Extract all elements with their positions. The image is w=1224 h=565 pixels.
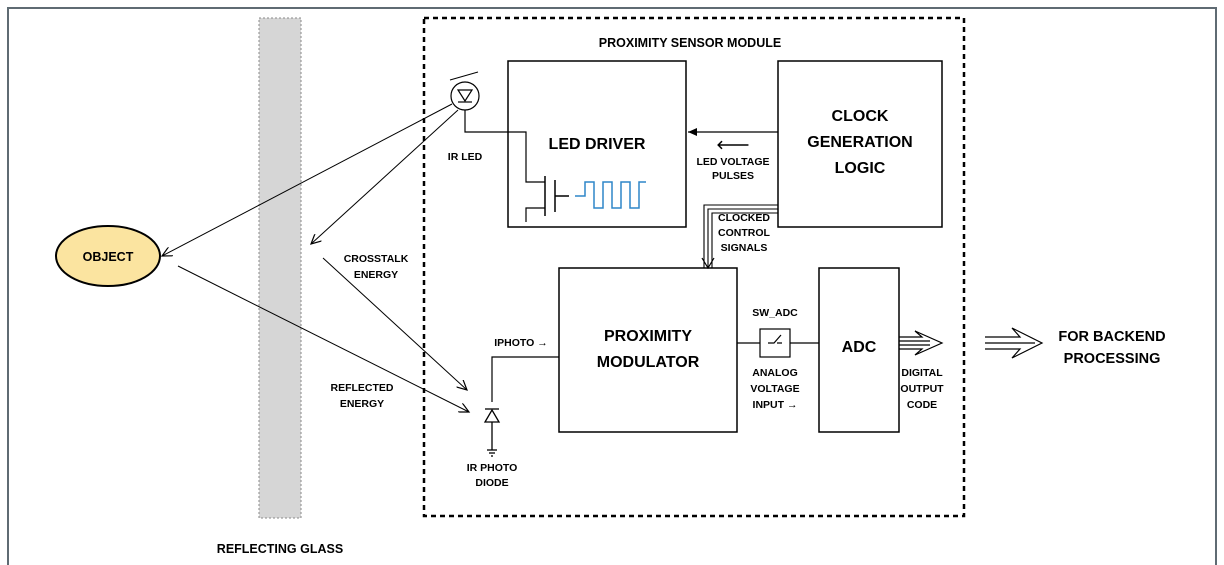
digital-output-label-line1: DIGITAL: [901, 367, 943, 379]
photo-diode-wire: [491, 356, 559, 402]
clock-label-line2: GENERATION: [807, 134, 912, 151]
outer-frame: [7, 7, 1217, 565]
reflected-label-line2: ENERGY: [340, 398, 384, 410]
clocked-label-line2: CONTROL: [718, 227, 770, 239]
object-label: OBJECT: [83, 250, 134, 264]
led-pulses-label-line2: PULSES: [712, 170, 754, 182]
clocked-label-line3: SIGNALS: [721, 242, 768, 254]
pulse-waveform: [575, 181, 646, 209]
led-driver-block: [507, 60, 687, 228]
clock-label-line3: LOGIC: [835, 160, 886, 177]
sw-adc-label: SW_ADC: [752, 307, 798, 319]
photo-diode-label-line2: DIODE: [475, 477, 508, 489]
modulator-label-line1: PROXIMITY: [604, 328, 692, 345]
adc-block: [818, 267, 900, 433]
backend-label-line2: PROCESSING: [1064, 351, 1161, 367]
emitted-ray-to-object: [162, 103, 453, 256]
reflected-ray: [177, 265, 469, 412]
clocked-control-bus: [703, 204, 778, 268]
photo-diode-icon: [483, 408, 501, 457]
reflected-label-line1: REFLECTED: [331, 382, 394, 394]
crosstalk-label-line1: CROSSTALK: [344, 253, 409, 265]
crosstalk-label-line2: ENERGY: [354, 269, 398, 281]
analog-input-label-line3: INPUT →: [753, 399, 798, 411]
clock-label-line1: CLOCK: [832, 108, 889, 125]
sw-adc-switch: [759, 328, 791, 358]
transistor-ground-wire: [525, 207, 545, 222]
analog-input-label-line1: ANALOG: [752, 367, 798, 379]
switch-contact-icon: [768, 334, 782, 344]
ir-led-label: IR LED: [448, 151, 483, 163]
crosstalk-ray: [322, 257, 467, 390]
backend-label-line1: FOR BACKEND: [1058, 329, 1165, 345]
clocked-label-line1: CLOCKED: [718, 212, 770, 224]
mosfet-icon: [544, 176, 569, 216]
led-driver-label: LED DRIVER: [549, 136, 646, 153]
modulator-label-line2: MODULATOR: [597, 354, 700, 371]
digital-output-arrow: [899, 330, 944, 356]
module-title: PROXIMITY SENSOR MODULE: [599, 36, 781, 50]
object-ellipse: [55, 225, 161, 287]
led-pulse-arrow-glyph: 🡐: [716, 138, 750, 152]
digital-output-label-line3: CODE: [907, 399, 937, 411]
ir-led-icon: [449, 71, 480, 111]
iphoto-label: IPHOTO →: [494, 337, 547, 349]
analog-input-label-line2: VOLTAGE: [750, 383, 799, 395]
digital-output-label-line2: OUTPUT: [900, 383, 944, 395]
module-boundary: [422, 16, 966, 518]
led-wire: [464, 110, 545, 183]
adc-label: ADC: [842, 339, 877, 356]
clock-generation-block: [777, 60, 943, 228]
backend-arrow-icon: [985, 327, 1044, 359]
led-pulses-label-line1: LED VOLTAGE: [696, 156, 769, 168]
photo-diode-label-line1: IR PHOTO: [467, 462, 518, 474]
reflecting-glass-label: REFLECTING GLASS: [217, 542, 343, 556]
clocked-control-arrowhead: [701, 257, 715, 270]
reflecting-glass: [258, 17, 302, 519]
proximity-modulator-block: [558, 267, 738, 433]
emitted-ray-to-glass: [311, 109, 459, 244]
